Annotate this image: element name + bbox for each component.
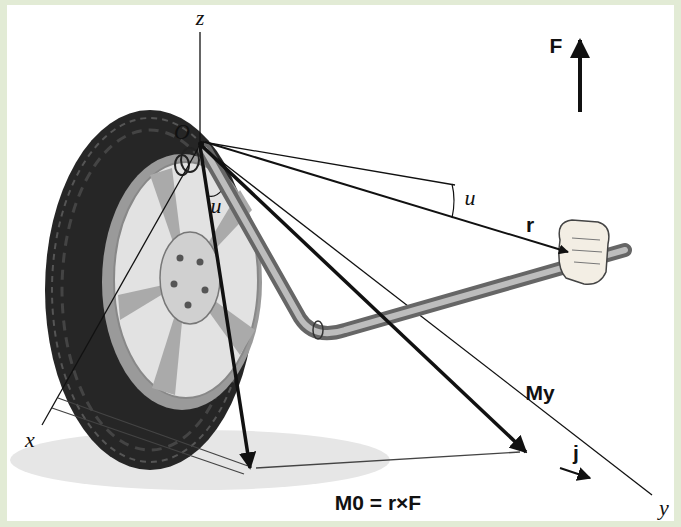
moment-vector bbox=[200, 146, 250, 468]
unit-vector-label: j bbox=[573, 442, 579, 463]
unit-vector bbox=[560, 468, 590, 478]
projection-lines bbox=[52, 398, 520, 474]
axis-label: x bbox=[25, 429, 35, 451]
angle-label: u bbox=[465, 187, 476, 209]
rim bbox=[102, 154, 262, 410]
force-label: F bbox=[550, 35, 563, 56]
white-panel bbox=[7, 5, 674, 521]
origin-label: O bbox=[174, 121, 190, 143]
position-vector bbox=[205, 142, 568, 252]
axis-label: z bbox=[196, 7, 205, 29]
moment-label: M0 = r×F bbox=[335, 492, 421, 513]
axes bbox=[42, 32, 652, 495]
lug-wrench bbox=[205, 150, 625, 339]
moment-y-vector bbox=[202, 146, 526, 452]
vector-label: r bbox=[526, 214, 534, 235]
force-vector bbox=[578, 40, 582, 112]
axis-label: y bbox=[659, 497, 669, 519]
angle-label: u bbox=[211, 195, 222, 217]
moment-label: My bbox=[525, 382, 554, 403]
